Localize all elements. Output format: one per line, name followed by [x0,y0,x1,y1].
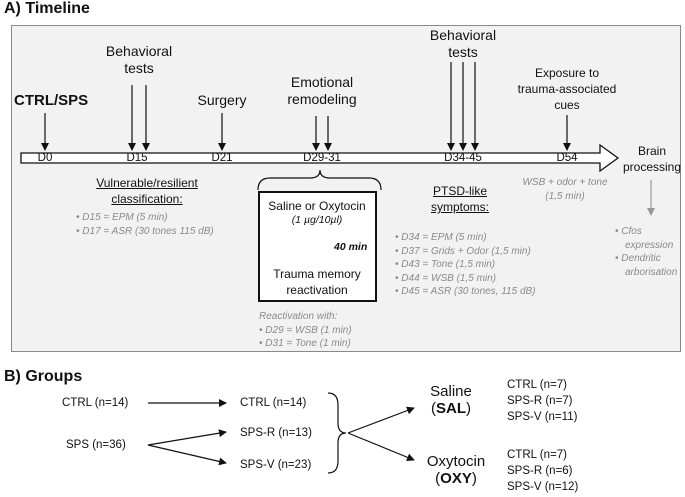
ptsd-item: • D43 = Tone (1,5 min) [395,259,496,270]
vulnerable-line1: Vulnerable/resilient [96,176,198,190]
reactivation-item: • D31 = Tone (1 min) [259,338,351,349]
vulnerable-list: • D15 = EPM (5 min) • D17 = ASR (30 tone… [76,211,214,238]
saline-group: SPS-V (n=11) [507,411,578,423]
behavioral-tests-1: Behavioral tests [106,43,172,77]
oxytocin-group: CTRL (n=7) [507,449,567,461]
vulnerable-item: • D17 = ASR (30 tones 115 dB) [76,225,214,237]
exposure-line2: trauma-associated [517,82,617,96]
saline-label: Saline (SAL) [430,383,472,417]
oxytocin-abbr-wrap: (OXY) [435,470,477,487]
reactivation-title: Reactivation with: [259,311,338,322]
ptsd-line2: symptoms: [430,200,490,214]
saline-group: SPS-R (n=7) [507,395,573,407]
arrow-saline [347,406,415,434]
vulnerable-classification: Vulnerable/resilient classification: [96,175,198,207]
wsb-line2: (1,5 min) [545,190,585,202]
emotional-remodeling: Emotional remodeling [287,74,356,108]
ptsd-item: • D37 = Grids + Odor (1,5 min) [395,245,531,257]
box-line4: reactivation [286,283,348,297]
behavioral-tests-2-line2: tests [448,44,478,60]
day-d54: D54 [556,152,578,164]
behavioral-tests-1-line2: tests [124,60,154,76]
arrow-sps-r [147,429,227,446]
behavioral-tests-1-line1: Behavioral [105,43,173,59]
group-ctrl-total: CTRL (n=14) [62,397,129,409]
surgery-label: Surgery [197,92,247,108]
section-a-title: A) Timeline [4,0,90,17]
saline-group: CTRL (n=7) [507,379,567,391]
day-d21: D21 [211,152,233,164]
day-d0: D0 [37,152,53,164]
section-b-title: B) Groups [4,368,83,385]
group-ctrl-mid: CTRL (n=14) [240,397,307,409]
behavioral-tests-2-line1: Behavioral [429,27,497,43]
ptsd-symptoms: PTSD-like symptoms: [431,183,489,215]
treatment-box [258,191,377,302]
emotional-line1: Emotional [290,74,354,90]
ptsd-list: • D34 = EPM (5 min) • D37 = Grids + Odor… [395,231,536,299]
exposure-label: Exposure to trauma-associated cues [518,65,617,113]
exposure-line3: cues [554,98,580,112]
day-d29-31: D29-31 [303,152,341,164]
box-duration: 40 min [334,241,368,253]
wsb-exposure: WSB + odor + tone (1,5 min) [522,176,607,203]
emotional-line2: remodeling [287,91,357,107]
ptsd-item: • D44 = WSB (1,5 min) [395,272,497,284]
saline-name: Saline [430,383,472,400]
group-sps-v-mid: SPS-V (n=23) [240,459,312,471]
group-sps-total: SPS (n=36) [66,439,126,451]
day-d15: D15 [126,152,148,164]
brain-line1: Brain [637,144,666,158]
brain-item: • Cfos [615,226,642,237]
oxytocin-name: Oxytocin [426,453,486,470]
brain-processing: Brain processing [623,143,681,175]
ctrl-sps-label: CTRL/SPS [14,92,89,109]
brain-line2: processing [622,160,682,174]
brace-d29 [257,169,382,191]
exposure-line1: Exposure to [534,66,600,80]
box-line2: (1 µg/10µl) [291,214,343,226]
brain-list: • Cfos expression • Dendritic arborisati… [615,225,677,279]
group-sps-r-mid: SPS-R (n=13) [240,427,312,439]
vulnerable-item: • D15 = EPM (5 min) [76,212,168,223]
arrow-oxytocin [347,432,415,462]
brain-item: • Dendritic [615,253,661,264]
ptsd-line1: PTSD-like [432,184,488,198]
saline-abbr: SAL [435,400,466,417]
oxytocin-label: Oxytocin (OXY) [427,453,485,487]
brain-item: expression [625,239,674,251]
oxytocin-abbr: OXY [440,470,472,487]
day-d34-45: D34-45 [444,152,482,164]
brace-groups [327,392,347,474]
ptsd-item: • D34 = EPM (5 min) [395,232,487,243]
timeline-arrow [20,143,620,173]
box-line3: Trauma memory [273,267,361,281]
brain-item: arborisation [625,266,678,278]
saline-groups: CTRL (n=7) SPS-R (n=7) SPS-V (n=11) [507,377,577,425]
ptsd-item: • D45 = ASR (30 tones, 115 dB) [395,286,536,297]
oxytocin-group: SPS-R (n=6) [507,465,573,477]
vulnerable-line2: classification: [111,192,183,206]
reactivation-item: • D29 = WSB (1 min) [259,324,352,336]
wsb-line1: WSB + odor + tone [522,177,608,188]
reactivation-list: Reactivation with: • D29 = WSB (1 min) •… [259,310,352,351]
saline-abbr-wrap: (SAL) [430,400,471,417]
behavioral-tests-2: Behavioral tests [430,27,496,61]
oxytocin-groups: CTRL (n=7) SPS-R (n=6) SPS-V (n=12) [507,447,578,495]
box-line1: Saline or Oxytocin [268,199,366,213]
oxytocin-group: SPS-V (n=12) [507,481,579,493]
arrow-sps-v [147,444,227,466]
